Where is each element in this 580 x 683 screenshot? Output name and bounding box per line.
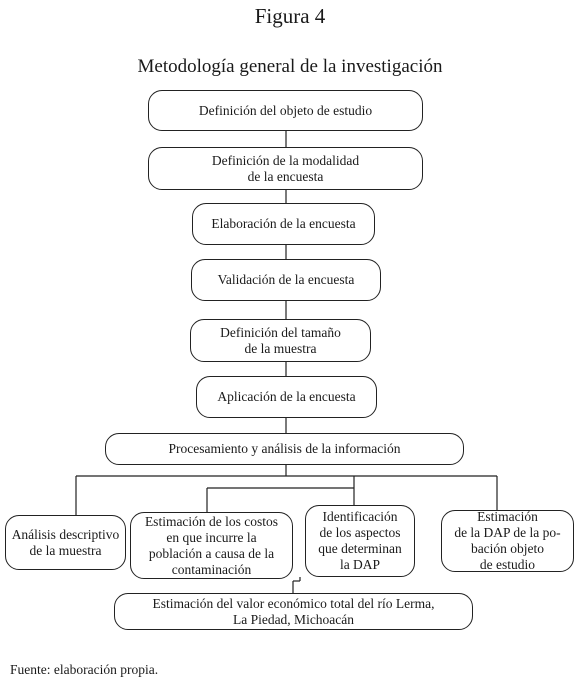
branch-wtp-estimation: Estimación de la DAP de la po- bación ob…: [441, 509, 574, 572]
branch-cost-estimation: Estimación de los costos en que incurre …: [130, 512, 293, 579]
final-economic-value: Estimación del valor económico total del…: [114, 593, 473, 630]
branch-descriptive-analysis: Análisis descriptivo de la muestra: [5, 515, 126, 570]
step-data-processing: Procesamiento y análisis de la informaci…: [105, 433, 464, 465]
step-survey-modality: Definición de la modalidad de la encuest…: [148, 147, 423, 190]
step-survey-design: Elaboración de la encuesta: [192, 203, 375, 245]
source-note: Fuente: elaboración propia.: [10, 662, 159, 677]
figure-label: Figura 4: [254, 4, 326, 28]
step-survey-validation: Validación de la encuesta: [191, 259, 381, 301]
step-survey-application: Aplicación de la encuesta: [196, 376, 377, 418]
branch-wtp-factors: Identificación de los aspectos que deter…: [305, 505, 415, 577]
step-definition-object: Definición del objeto de estudio: [148, 90, 423, 131]
diagram-title: Metodología general de la investigación: [137, 56, 443, 77]
step-sample-size: Definición del tamaño de la muestra: [190, 319, 371, 362]
